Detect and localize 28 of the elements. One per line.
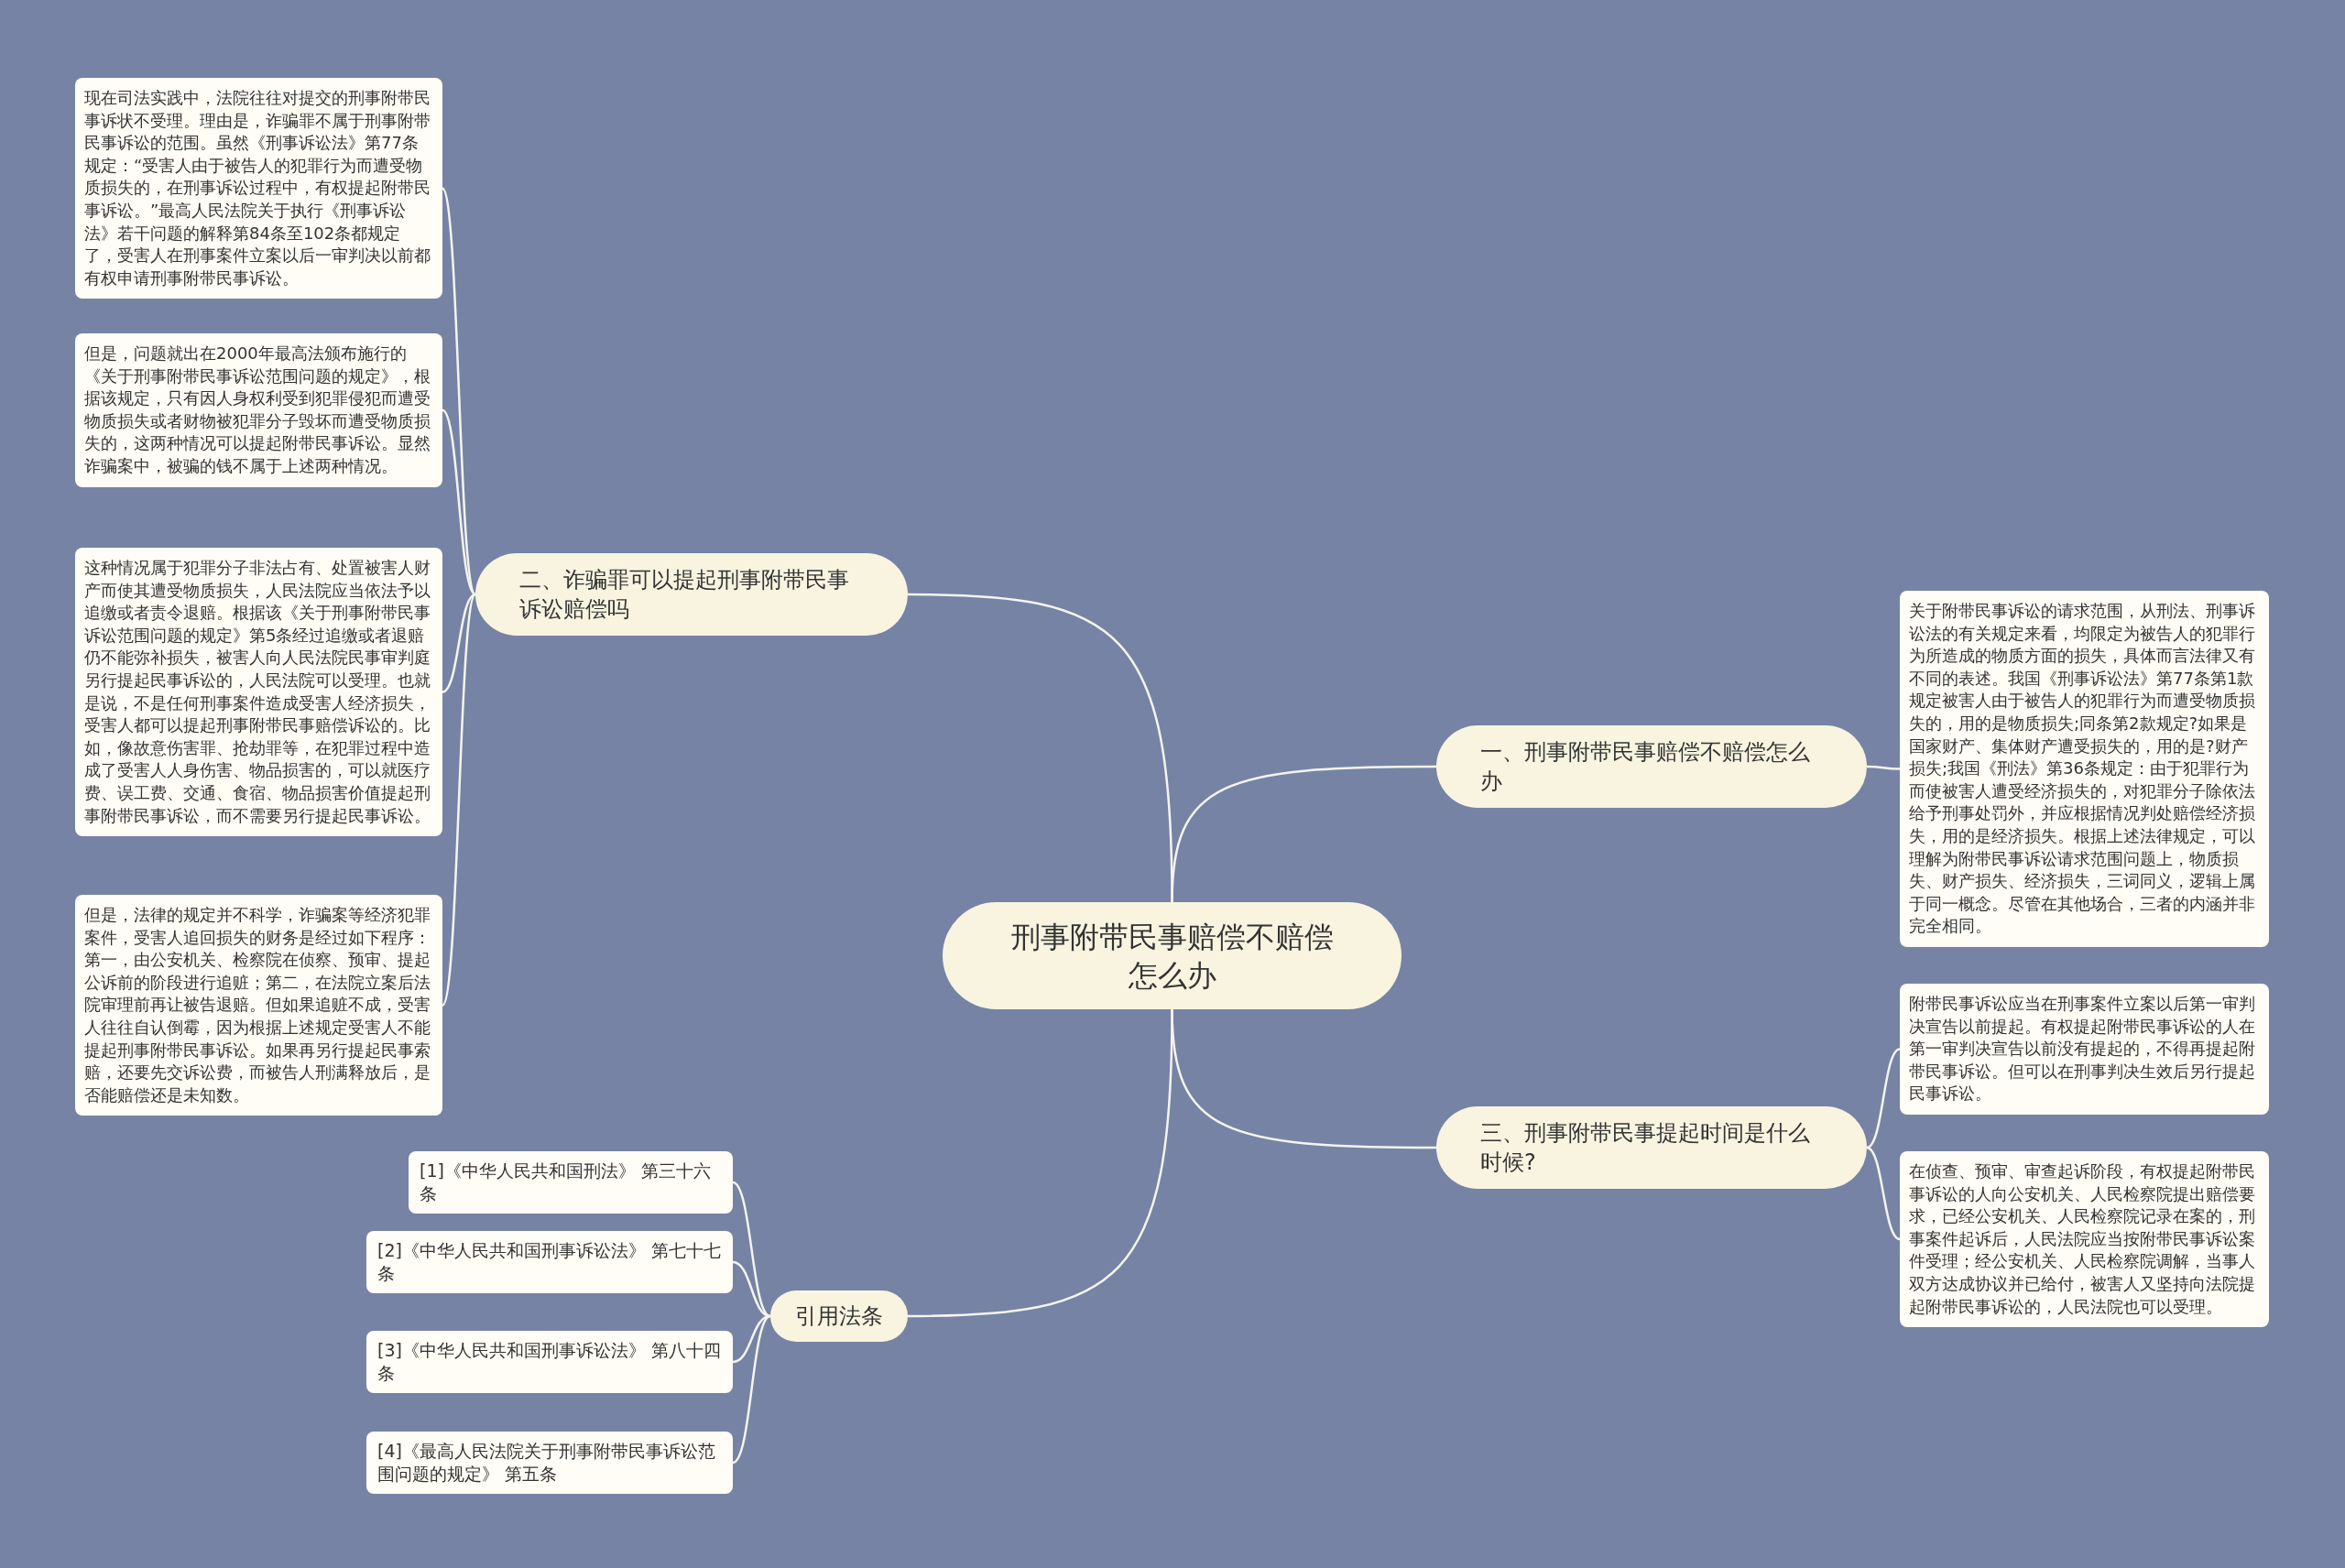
central-topic: 刑事附带民事赔偿不赔偿怎么办 (943, 902, 1402, 1009)
reference-card: [4]《最高人民法院关于刑事附带民事诉讼范围问题的规定》 第五条 (366, 1432, 733, 1494)
note-card: 在侦查、预审、审查起诉阶段，有权提起附带民事诉讼的人向公安机关、人民检察院提出赔偿要求，已经公安机关、人民检察院记录在案的，刑事案件起诉后，人民法院应当按附带民事诉讼案件受理；经公安机关、人民检察院调解，当事人双方达成协议并已给付，被害人又坚持向法院提起附带民事诉讼的，人民法院也可以受理。 (1900, 1151, 2269, 1328)
note-card: 现在司法实践中，法院往往对提交的刑事附带民事诉状不受理。理由是，诈骗罪不属于刑事附带民事诉讼的范围。虽然《刑事诉讼法》第77条规定：“受害人由于被告人的犯罪行为而遭受物质损失的，在刑事诉讼过程中，有权提起附带民事诉讼。”最高人民法院关于执行《刑事诉讼法》若干问题的解释第84条至102条都规定了，受害人在刑事案件立案以后一审判决以前都有权申请刑事附带民事诉讼。 (75, 78, 442, 299)
note-card: 这种情况属于犯罪分子非法占有、处置被害人财产而使其遭受物质损失，人民法院应当依法予以追缴或者责令退赔。根据该《关于刑事附带民事诉讼范围问题的规定》第5条经过追缴或者退赔仍不能弥补损失，被害人向人民法院民事审判庭另行提起民事诉讼的，人民法院可以受理。也就是说，不是任何刑事案件造成受害人经济损失，受害人都可以提起刑事附带民事赔偿诉讼的。比如，像故意伤害罪、抢劫罪等，在犯罪过程中造成了受害人人身伤害、物品损害的，可以就医疗费、误工费、交通、食宿、物品损害价值提起刑事附带民事诉讼，而不需要另行提起民事诉讼。 (75, 548, 442, 837)
connector-line (442, 408, 476, 595)
connector-line (1866, 1048, 1901, 1149)
reference-card: [3]《中华人民共和国刑事诉讼法》 第八十四条 (366, 1331, 733, 1393)
branch-topic: 一、刑事附带民事赔偿不赔偿怎么办 (1436, 725, 1867, 808)
branch-topic: 引用法条 (770, 1290, 908, 1342)
connector-line (441, 188, 477, 595)
note-card: 关于附带民事诉讼的请求范围，从刑法、刑事诉讼法的有关规定来看，均限定为被告人的犯罪行为所造成的物质方面的损失，具体而言法律又有不同的表述。我国《刑事诉讼法》第77条第1款规定被害人由于被告人的犯罪行为而遭受物质损失的，用的是物质损失;同条第2款规定?如果是国家财产、集体财产遭受损失的，用的是?财产损失;我国《刑法》第36条规定：由于犯罪行为而使被害人遭受经济损失的，对犯罪分子除依法给予刑事处罚外，并应根据情况判处赔偿经济损失，用的是经济损失。根据上述法律规定，可以理解为附带民事诉讼请求范围问题上，物质损失、财产损失、经济损失，三词同义，逻辑上属于同一概念。尽管在其他场合，三者的内涵并非完全相同。 (1900, 591, 2269, 947)
connector-line (908, 593, 1173, 903)
connector-line (1866, 1146, 1901, 1241)
branch-topic: 二、诈骗罪可以提起刑事附带民事诉讼赔偿吗 (475, 553, 908, 636)
branch-topic: 三、刑事附带民事提起时间是什么时候? (1436, 1106, 1867, 1189)
connector-line (732, 1314, 771, 1364)
connector-line (1867, 765, 1900, 770)
connector-line (908, 1008, 1173, 1318)
connector-line (441, 593, 477, 1007)
connector-line (442, 593, 476, 693)
reference-card: [2]《中华人民共和国刑事诉讼法》 第七十七条 (366, 1231, 733, 1293)
connector-line (732, 1314, 771, 1465)
connector-line (732, 1260, 771, 1318)
reference-card: [1]《中华人民共和国刑法》 第三十六条 (409, 1151, 733, 1214)
note-card: 但是，问题就出在2000年最高法颁布施行的《关于刑事附带民事诉讼范围问题的规定》，根据该规定，只有因人身权利受到犯罪侵犯而遭受物质损失或者财物被犯罪分子毁坏而遭受物质损失的，这两种情况可以提起附带民事诉讼。显然诈骗案中，被骗的钱不属于上述两种情况。 (75, 333, 442, 487)
note-card: 附带民事诉讼应当在刑事案件立案以后第一审判决宣告以前提起。有权提起附带民事诉讼的人在第一审判决宣告以前没有提起的，不得再提起附带民事诉讼。但可以在刑事判决生效后另行提起民事诉讼。 (1900, 984, 2269, 1115)
note-card: 但是，法律的规定并不科学，诈骗案等经济犯罪案件，受害人追回损失的财务是经过如下程序：第一，由公安机关、检察院在侦察、预审、提起公诉前的阶段进行追赃；第二，在法院立案后法院审理前再让被告退赔。但如果追赃不成，受害人往往自认倒霉，因为根据上述规定受害人不能提起刑事附带民事诉讼。如果再另行提起民事索赔，还要先交诉讼费，而被告人刑满释放后，是否能赔偿还是未知数。 (75, 895, 442, 1116)
